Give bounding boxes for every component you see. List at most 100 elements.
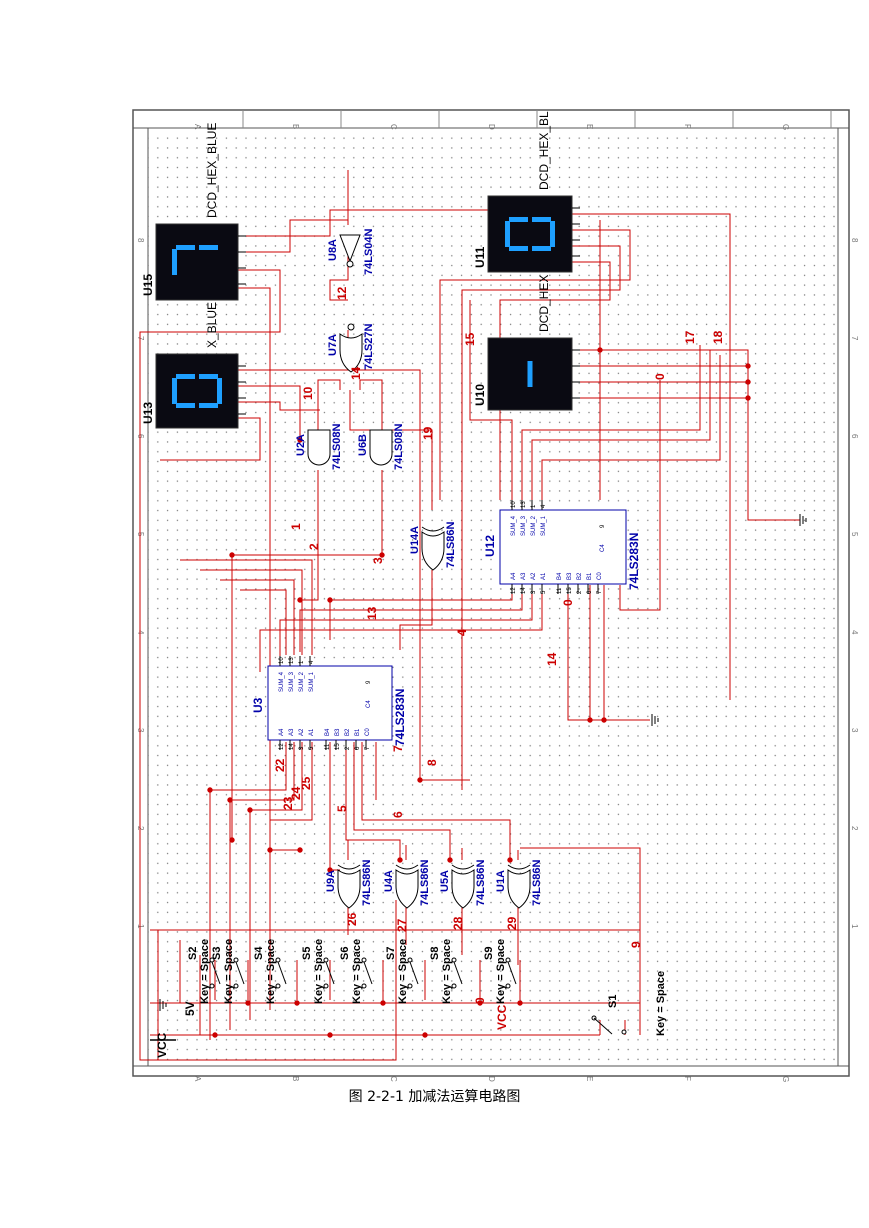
switch-key: Key = Space	[313, 939, 325, 1004]
wire-segment	[345, 742, 401, 860]
adder-pin-number: 2	[345, 746, 351, 750]
xor-arc	[421, 526, 445, 532]
gate-ref: U7A	[327, 334, 339, 356]
gate-u1a	[507, 864, 531, 909]
voltage-label: 5V	[183, 1001, 197, 1016]
switch-contact	[505, 983, 511, 989]
wire-segment	[240, 589, 287, 655]
display-body	[487, 337, 573, 411]
switch-s2	[209, 957, 221, 989]
adder-u12: 10SUM_413SUM_31SUM_24SUM_112A414A33A25A1…	[499, 500, 627, 594]
nor-bubble	[347, 323, 355, 331]
switch-key: Key = Space	[351, 939, 363, 1004]
or-body	[451, 869, 475, 909]
switch-lever	[325, 961, 335, 985]
wire-segment	[572, 349, 800, 521]
wire-segment	[469, 300, 513, 500]
gate-u4a	[395, 864, 419, 909]
adder-pin-label: SUM_2	[531, 515, 537, 536]
adder-pin-label: B3	[335, 728, 341, 736]
wire-segment	[180, 559, 313, 655]
adder-pin-label: A4	[511, 572, 517, 580]
segment-b	[176, 245, 195, 250]
display-digit	[172, 245, 218, 275]
net-label: 1	[289, 523, 303, 530]
border-column-mark: A	[193, 1076, 202, 1082]
wire-junction	[327, 1032, 333, 1038]
adder-pin-label: B2	[577, 572, 583, 580]
border-row-mark: 2	[850, 826, 859, 831]
switch-contact	[451, 983, 457, 989]
switch-ref: S2	[187, 947, 199, 960]
adder-pin-number: 5	[309, 746, 315, 750]
net-label: 9	[629, 941, 643, 948]
wire-network	[139, 170, 800, 1061]
switch-key: Key = Space	[199, 939, 211, 1004]
adder-pin-number: 11	[325, 743, 331, 750]
display-body	[155, 353, 239, 429]
wire-junction	[745, 363, 751, 369]
segment-b	[509, 217, 528, 222]
display-body	[155, 223, 239, 301]
switch-ref: S1	[607, 995, 619, 1008]
wire-junction	[297, 437, 303, 443]
wire-junction	[745, 395, 751, 401]
switch-s1	[591, 1015, 627, 1035]
net-label: 24	[289, 786, 303, 800]
wire-junction	[417, 777, 423, 783]
switch-s9	[505, 957, 517, 989]
switch-ref: S5	[301, 947, 313, 960]
adder-pin-number: 6	[587, 590, 593, 594]
switch-key: Key = Space	[223, 939, 235, 1004]
wire-segment	[249, 742, 303, 1020]
net-label: 28	[451, 916, 465, 930]
adder-pin-label: SUM_2	[299, 671, 305, 692]
adder-pin-number: 10	[279, 657, 285, 664]
adder-pin-label: A4	[279, 728, 285, 736]
net-label: 12	[335, 286, 349, 300]
wire-segment	[160, 417, 261, 461]
adder-pin-number: 6	[355, 746, 361, 750]
gate-part: 74LS86N	[445, 521, 457, 568]
xor-arc	[395, 864, 419, 870]
adder-pin-number: 3	[299, 746, 305, 750]
adder-pin-number: 12	[511, 587, 517, 594]
wire-junction	[380, 1000, 386, 1006]
wire-segment	[269, 742, 313, 1010]
border-column-mark: E	[585, 1076, 594, 1081]
hex-display-u10	[487, 337, 580, 411]
adder-pin-number: 9	[366, 680, 372, 684]
wire-junction	[212, 1032, 218, 1038]
border-column-mark: D	[487, 124, 496, 130]
wire-junction	[227, 797, 233, 803]
switch-contact	[361, 983, 367, 989]
adder-pin-label: A2	[531, 572, 537, 580]
adder-pin-number: 14	[289, 743, 295, 750]
adder-pin-label: SUM_4	[279, 671, 285, 692]
border-row-mark: 6	[850, 434, 859, 439]
wire-segment	[520, 847, 641, 1035]
display-ref: U11	[473, 246, 487, 268]
segment-c	[199, 245, 218, 250]
segment-f	[176, 403, 195, 408]
adder-pin-label: C0	[365, 728, 371, 736]
switch-lever	[507, 961, 517, 985]
adder-pin-label: C0	[597, 572, 603, 580]
net-label: 0	[561, 599, 575, 606]
adder-pin-number: 10	[511, 501, 517, 508]
adder-pin-label: B1	[355, 728, 361, 736]
net-label: 29	[505, 916, 519, 930]
switch-s4	[275, 957, 287, 989]
adder-pin-label: SUM_3	[289, 671, 295, 692]
adder-pin-number: 13	[289, 657, 295, 664]
adder-pin-label: B4	[557, 572, 563, 580]
adder-pin-label: C4	[600, 544, 606, 552]
net-label: 4	[455, 629, 469, 636]
switch-ref: S3	[211, 947, 223, 960]
wire-segment	[238, 401, 320, 411]
wire-junction	[229, 837, 235, 843]
xor-arc	[451, 864, 475, 870]
adder-part: 74LS283N	[627, 533, 641, 590]
border-column-mark: D	[487, 1076, 496, 1082]
wire-segment	[572, 213, 731, 700]
